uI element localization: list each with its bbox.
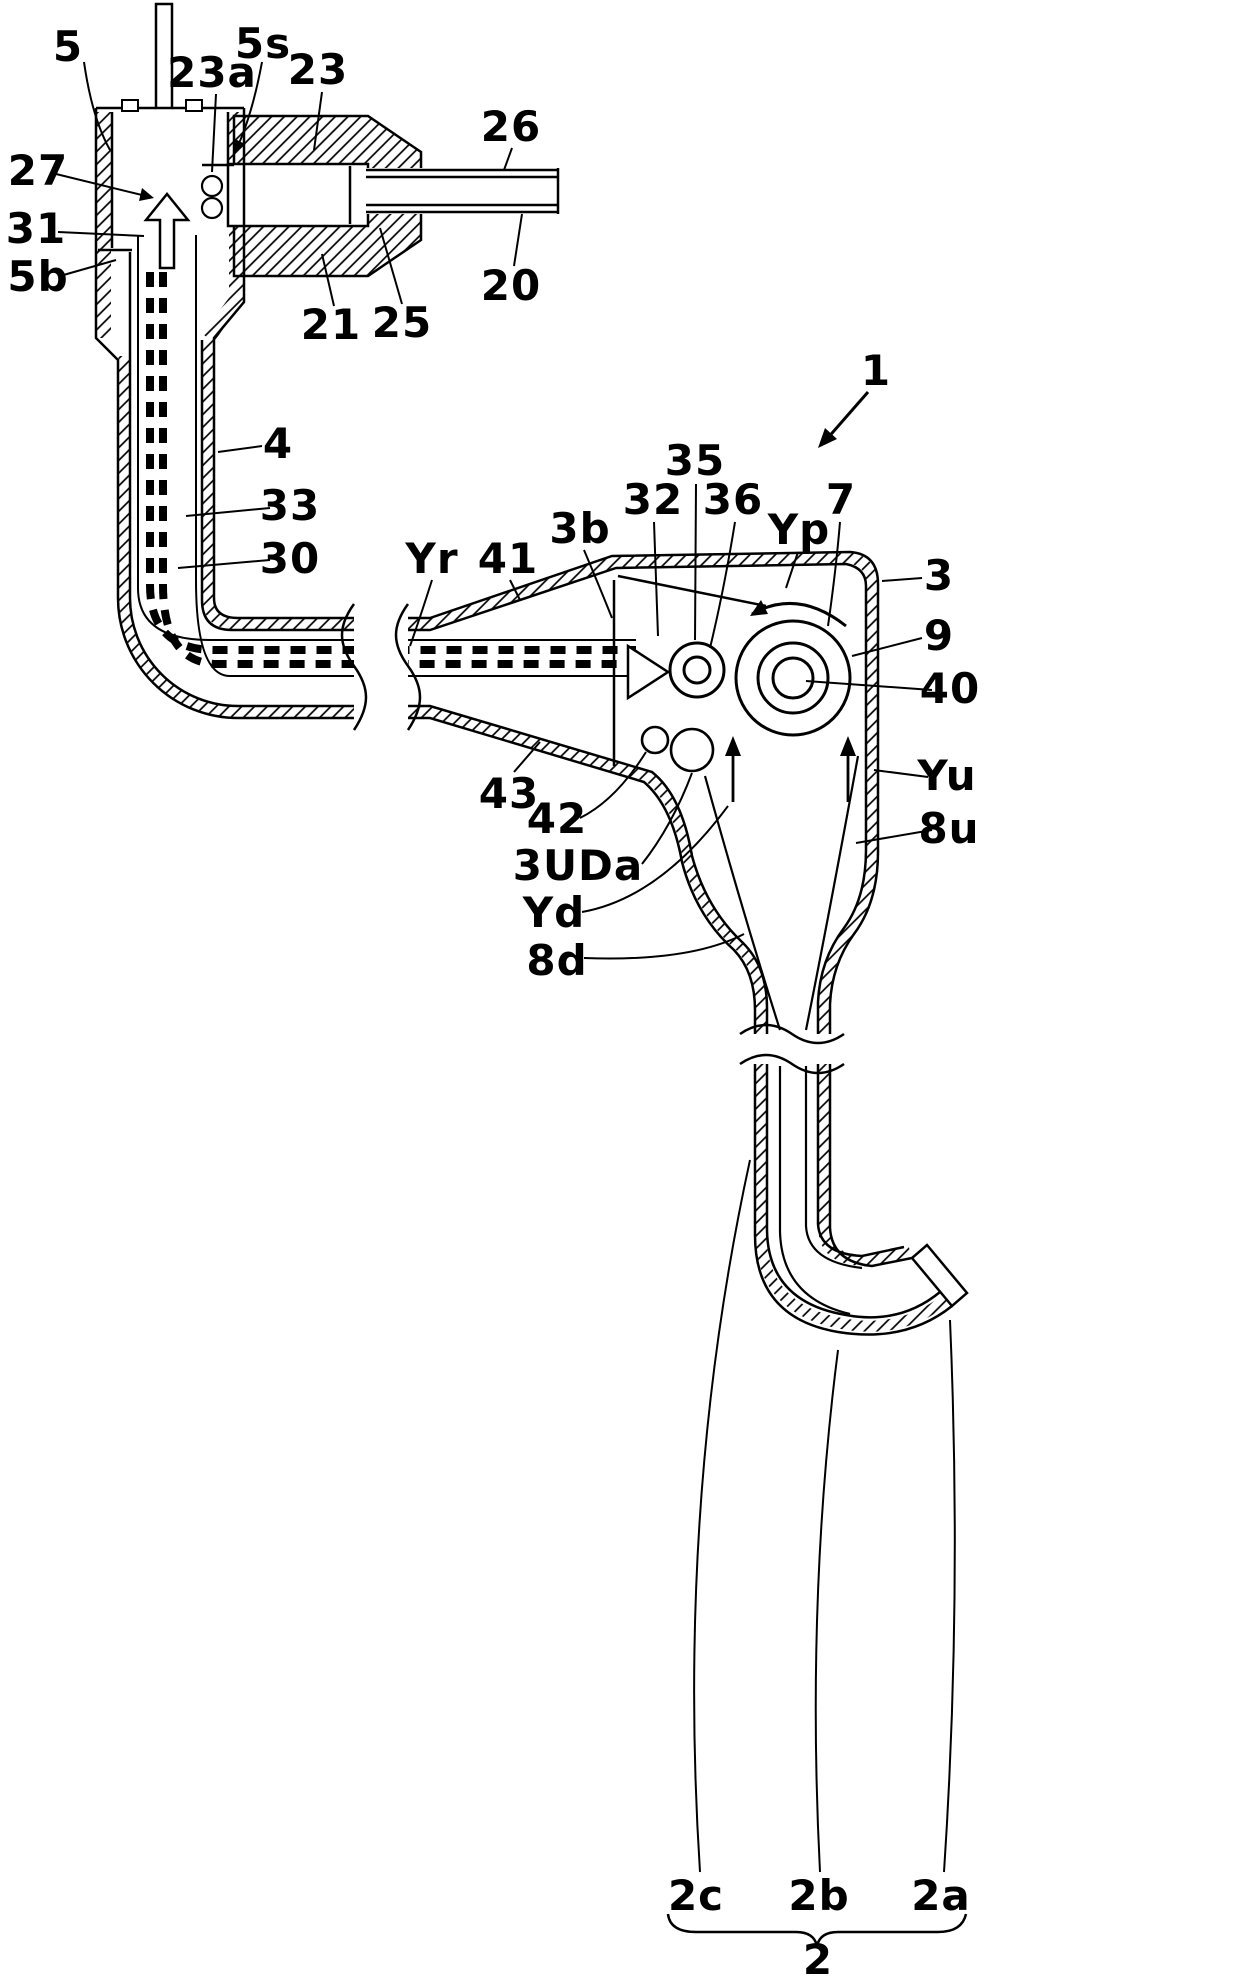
coil-33-dashes-2 (159, 272, 636, 668)
label-2: 2 (802, 1935, 834, 1984)
lower-tube-inner (778, 1066, 863, 1316)
mouth-cap-2a (910, 1243, 969, 1308)
label-5b: 5b (7, 252, 69, 301)
label-33: 33 (259, 481, 321, 530)
label-41: 41 (477, 534, 539, 583)
label-23a: 23a (167, 48, 257, 97)
label-3b: 3b (549, 504, 611, 553)
body-3-interior (626, 600, 860, 1031)
label-32: 32 (622, 475, 684, 524)
roller-42 (640, 725, 670, 755)
label-27: 27 (7, 146, 69, 195)
reference-arrow-1 (818, 391, 870, 448)
leader-arrowheads (139, 139, 245, 201)
valve-block-23 (226, 114, 562, 278)
label-35: 35 (664, 436, 726, 485)
terminal-tab-right (185, 99, 203, 112)
label-2c: 2c (667, 1871, 725, 1920)
label-30: 30 (259, 534, 321, 583)
up-flow-arrow-icon (143, 192, 191, 270)
valve-seat-23a-lower (200, 196, 224, 220)
label-5: 5 (52, 22, 84, 71)
plunger-cavity (226, 162, 370, 228)
pulley-40 (771, 656, 815, 700)
leader-lines (55, 61, 956, 1873)
feed-tube-26 (366, 168, 560, 214)
label-Yd: Yd (522, 888, 586, 937)
coil-33-dashes (146, 272, 636, 654)
label-43: 43 (478, 769, 540, 818)
feed-tube-clear (366, 168, 562, 214)
inner-tubes (137, 235, 640, 677)
label-23: 23 (287, 45, 349, 94)
roller-3UDa (669, 727, 715, 773)
label-25: 25 (371, 298, 433, 347)
label-36: 36 (702, 475, 764, 524)
rotation-arrowhead-icon (750, 600, 768, 616)
label-9: 9 (923, 611, 955, 660)
label-3UDa: 3UDa (512, 841, 644, 890)
label-3: 3 (923, 551, 955, 600)
break-marks (340, 603, 845, 1075)
label-5s: 5s (234, 19, 292, 68)
label-40: 40 (919, 664, 981, 713)
label-42: 42 (526, 794, 588, 843)
label-2a: 2a (911, 1871, 971, 1920)
label-8d: 8d (526, 936, 588, 985)
label-Yp: Yp (767, 505, 831, 554)
label-26: 26 (480, 102, 542, 151)
connector-assembly-5 (121, 2, 224, 270)
terminal-tab-left (121, 99, 139, 112)
label-1: 1 (860, 346, 892, 395)
valve-seat-23a-upper (200, 174, 224, 198)
label-2b: 2b (788, 1871, 850, 1920)
label-20: 20 (480, 261, 542, 310)
label-7: 7 (825, 475, 857, 524)
group-brace-2 (666, 1913, 968, 1947)
nozzle-arrow-icon (626, 643, 671, 701)
label-Yu: Yu (917, 751, 977, 800)
wire-rod (154, 2, 174, 110)
label-8u: 8u (918, 804, 980, 853)
label-Yr: Yr (405, 534, 459, 583)
label-31: 31 (5, 204, 67, 253)
roller-35 (682, 655, 712, 685)
label-21: 21 (300, 300, 362, 349)
label-4: 4 (262, 419, 294, 468)
